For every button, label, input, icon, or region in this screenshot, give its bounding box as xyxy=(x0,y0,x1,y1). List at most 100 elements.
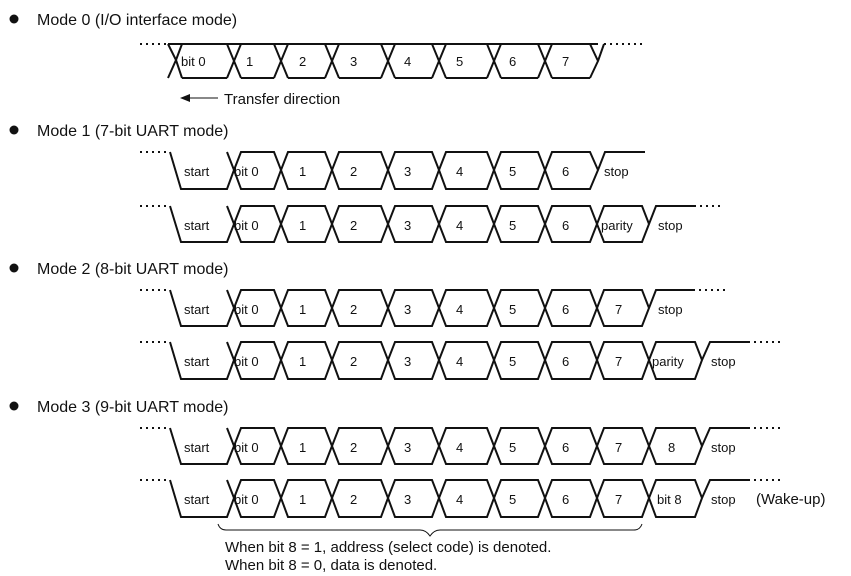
cell-bit-5: 5 xyxy=(509,440,516,455)
arrow-head-icon xyxy=(180,94,190,102)
cell-stop: stop xyxy=(711,492,736,507)
note-bit8-address: When bit 8 = 1, address (select code) is… xyxy=(225,539,551,556)
frame-outline xyxy=(169,289,693,327)
cell-bit-2: 2 xyxy=(350,492,357,507)
frame-outline xyxy=(167,43,605,79)
mode-3-section: Mode 3 (9-bit UART mode) start bit 0 1 2… xyxy=(9,399,825,574)
cell-bit-6: 6 xyxy=(509,54,516,69)
cell-bit-2: 2 xyxy=(350,302,357,317)
mode-0-title: Mode 0 (I/O interface mode) xyxy=(37,12,237,29)
mode-1-frame-2: start bit 0 1 2 3 4 5 6 parity stop xyxy=(140,205,724,243)
cell-parity: parity xyxy=(652,354,684,369)
cell-start: start xyxy=(184,218,210,233)
brace-bracket xyxy=(217,523,643,537)
cell-bit-7: 7 xyxy=(562,54,569,69)
cell-bit-5: 5 xyxy=(509,354,516,369)
cell-bit-7: 7 xyxy=(615,492,622,507)
cell-bit-0: bit 0 xyxy=(234,492,259,507)
cell-bit-0: bit 0 xyxy=(234,354,259,369)
cell-start: start xyxy=(184,354,210,369)
cell-bit-8: bit 8 xyxy=(657,492,682,507)
cell-bit-1: 1 xyxy=(299,440,306,455)
cell-bit-1: 1 xyxy=(299,492,306,507)
cell-bit-7: 7 xyxy=(615,440,622,455)
cell-bit-1: 1 xyxy=(299,354,306,369)
mode-3-title: Mode 3 (9-bit UART mode) xyxy=(37,399,228,416)
cell-bit-5: 5 xyxy=(509,302,516,317)
mode-1-section: Mode 1 (7-bit UART mode) start bit 0 1 2… xyxy=(9,123,724,243)
cell-start: start xyxy=(184,164,210,179)
cell-stop: stop xyxy=(604,164,629,179)
mode-0-frame: bit 0 1 2 3 4 5 6 7 xyxy=(167,43,605,79)
cell-bit-0: bit 0 xyxy=(234,164,259,179)
cell-bit-2: 2 xyxy=(350,354,357,369)
cell-bit-6: 6 xyxy=(562,440,569,455)
mode-3-frame-1: start bit 0 1 2 3 4 5 6 7 8 stop xyxy=(140,427,782,465)
cell-start: start xyxy=(184,440,210,455)
cell-bit-0: bit 0 xyxy=(234,440,259,455)
cell-bit-6: 6 xyxy=(562,354,569,369)
cell-bit-4: 4 xyxy=(456,440,463,455)
frame-outline xyxy=(169,479,748,518)
cell-bit-0: bit 0 xyxy=(234,302,259,317)
cell-bit-1: 1 xyxy=(299,302,306,317)
mode-2-frame-1: start bit 0 1 2 3 4 5 6 7 stop xyxy=(140,289,727,327)
mode-1-bullet xyxy=(9,125,19,135)
cell-bit-1: 1 xyxy=(299,164,306,179)
frame-outline xyxy=(169,427,748,465)
cell-start: start xyxy=(184,492,210,507)
cell-bit-5: 5 xyxy=(509,218,516,233)
cell-stop: stop xyxy=(711,354,736,369)
cell-stop: stop xyxy=(658,302,683,317)
cell-bit-3: 3 xyxy=(404,492,411,507)
cell-bit-3: 3 xyxy=(404,164,411,179)
cell-parity: parity xyxy=(601,218,633,233)
cell-bit-3: 3 xyxy=(404,440,411,455)
frame-outline xyxy=(169,151,645,190)
mode-2-section: Mode 2 (8-bit UART mode) start bit 0 1 2… xyxy=(9,261,782,380)
mode-0-bullet xyxy=(9,14,19,24)
cell-bit-8: 8 xyxy=(668,440,675,455)
cell-bit-3: 3 xyxy=(404,218,411,233)
cell-bit-2: 2 xyxy=(350,218,357,233)
mode-1-title: Mode 1 (7-bit UART mode) xyxy=(37,123,228,140)
cell-bit-1: 1 xyxy=(299,218,306,233)
cell-stop: stop xyxy=(711,440,736,455)
transfer-direction-label: Transfer direction xyxy=(224,91,340,108)
cell-bit-4: 4 xyxy=(404,54,411,69)
cell-bit-4: 4 xyxy=(456,492,463,507)
cell-bit-7: 7 xyxy=(615,354,622,369)
cell-bit-4: 4 xyxy=(456,218,463,233)
cell-stop: stop xyxy=(658,218,683,233)
cell-bit-0: bit 0 xyxy=(181,54,206,69)
mode-3-frame-2: start bit 0 1 2 3 4 5 6 7 bit 8 stop (Wa… xyxy=(140,479,825,518)
mode-2-title: Mode 2 (8-bit UART mode) xyxy=(37,261,228,278)
mode-2-frame-2: start bit 0 1 2 3 4 5 6 7 parity stop xyxy=(140,341,782,380)
cell-bit-5: 5 xyxy=(509,164,516,179)
cell-bit-5: 5 xyxy=(456,54,463,69)
cell-bit-2: 2 xyxy=(299,54,306,69)
mode-1-frame-1: start bit 0 1 2 3 4 5 6 stop xyxy=(140,151,645,190)
cell-start: start xyxy=(184,302,210,317)
mode-2-bullet xyxy=(9,263,19,273)
cell-bit-6: 6 xyxy=(562,164,569,179)
cell-bit-6: 6 xyxy=(562,492,569,507)
note-bit8-data: When bit 8 = 0, data is denoted. xyxy=(225,557,437,574)
cell-bit-4: 4 xyxy=(456,164,463,179)
mode-3-bullet xyxy=(9,401,19,411)
cell-bit-6: 6 xyxy=(562,218,569,233)
wake-up-label: (Wake-up) xyxy=(756,491,825,508)
cell-bit-4: 4 xyxy=(456,302,463,317)
cell-bit-6: 6 xyxy=(562,302,569,317)
cell-bit-2: 2 xyxy=(350,440,357,455)
transfer-direction-arrow: Transfer direction xyxy=(180,91,340,108)
cell-bit-1: 1 xyxy=(246,54,253,69)
cell-bit-3: 3 xyxy=(404,302,411,317)
frame-outline xyxy=(169,205,694,243)
cell-bit-7: 7 xyxy=(615,302,622,317)
cell-bit-0: bit 0 xyxy=(234,218,259,233)
cell-bit-2: 2 xyxy=(350,164,357,179)
frame-outline xyxy=(169,341,748,380)
cell-bit-3: 3 xyxy=(404,354,411,369)
